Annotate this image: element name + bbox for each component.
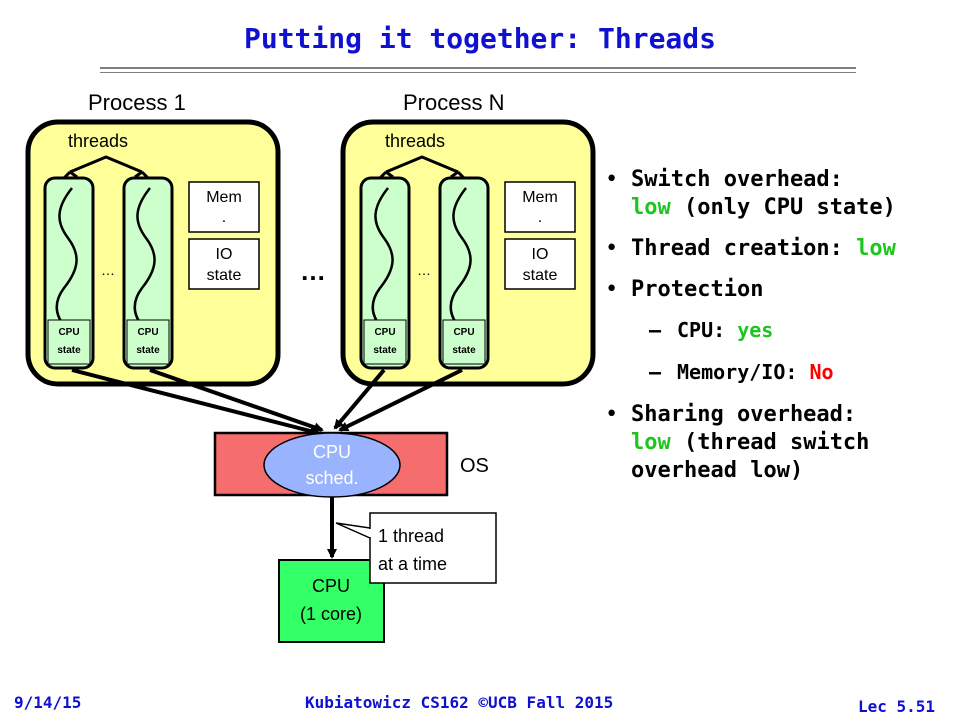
cpu-l1: CPU (312, 576, 350, 596)
process-1-thread-1-squiggle (55, 187, 78, 331)
process-n-thread-2-cpu-state-l1: CPU (453, 327, 474, 338)
process-1-thread-1-cpu-state-l1: CPU (58, 327, 79, 338)
cpu-box (278, 559, 385, 643)
bullet-list: • Switch overhead: low (only CPU state) … (605, 166, 955, 498)
process-n-mem-dot: . (538, 209, 542, 226)
process-n-thread-1-cpu-state-l1: CPU (374, 327, 395, 338)
callout-l2: at a time (378, 554, 447, 574)
process-1-threads-bracket (69, 155, 143, 174)
process-1-threads-label: threads (68, 131, 128, 151)
process-n-io-l1: IO (532, 246, 549, 263)
arrow-pn-t2 (338, 368, 463, 432)
process-n-thread-2-squiggle (449, 187, 472, 331)
process-1-mem-dot: . (222, 209, 226, 226)
slide-title: Putting it together: Threads (243, 22, 716, 55)
process-n-io-box (504, 238, 576, 290)
process-1-thread-dots: … (101, 262, 115, 278)
callout-box (369, 512, 497, 584)
process-1-mem-box (188, 181, 260, 233)
callout-pointer (335, 522, 371, 540)
arrow-p1-t2 (149, 368, 324, 433)
footer-date: 9/14/15 (14, 693, 82, 712)
cpu-sched-l2: sched. (305, 468, 358, 488)
bullet-sharing-overhead: • Sharing overhead: low (thread switch o… (605, 402, 870, 483)
process-n-thread-1-cpu-state-l2: state (373, 345, 397, 356)
bullet-thread-creation: • Thread creation: low (605, 236, 896, 261)
cpu-l2: (1 core) (300, 604, 362, 624)
process-n-threads-bracket (385, 155, 459, 174)
process-n-thread-2-cpu-state-l2: state (452, 345, 476, 356)
callout-l1: 1 thread (378, 526, 444, 546)
title-rule (100, 67, 856, 69)
process-n-thread-1-squiggle (371, 187, 394, 331)
process-1-io-l1: IO (216, 246, 233, 263)
process-1-thread-2-squiggle (133, 187, 156, 331)
process-1-thread-2-cpu-state-l1: CPU (137, 327, 158, 338)
cpu-sched-l1: CPU (313, 442, 351, 462)
sub-bullet-memory-io: – Memory/IO: No (649, 360, 834, 384)
arrow-p1-t1 (71, 368, 320, 436)
os-label: OS (460, 455, 489, 477)
process-n-io-l2: state (523, 267, 558, 284)
bullet-protection: • Protection (605, 277, 764, 302)
sub-bullet-cpu: – CPU: yes (649, 318, 774, 342)
title-rule-thin (100, 72, 856, 73)
process-n-label: Process N (403, 90, 505, 115)
footer-course: Kubiatowicz CS162 ©UCB Fall 2015 (305, 693, 614, 712)
process-1-mem-label: Mem (206, 189, 242, 206)
process-1-thread-2-cpu-state-l2: state (136, 345, 160, 356)
process-n-threads-label: threads (385, 131, 445, 151)
process-n-mem-label: Mem (522, 189, 558, 206)
between-process-dots: … (300, 256, 326, 286)
process-1-io-l2: state (207, 267, 242, 284)
bullet-switch-overhead: • Switch overhead: low (only CPU state) (605, 167, 896, 220)
footer-lecture: Lec 5.51 (858, 697, 936, 716)
process-n-mem-box (504, 181, 576, 233)
arrow-pn-t1 (333, 368, 386, 430)
process-1-thread-1-cpu-state-l2: state (57, 345, 81, 356)
process-1-io-box (188, 238, 260, 290)
process-1-label: Process 1 (88, 90, 186, 115)
process-n-thread-dots: … (417, 262, 431, 278)
